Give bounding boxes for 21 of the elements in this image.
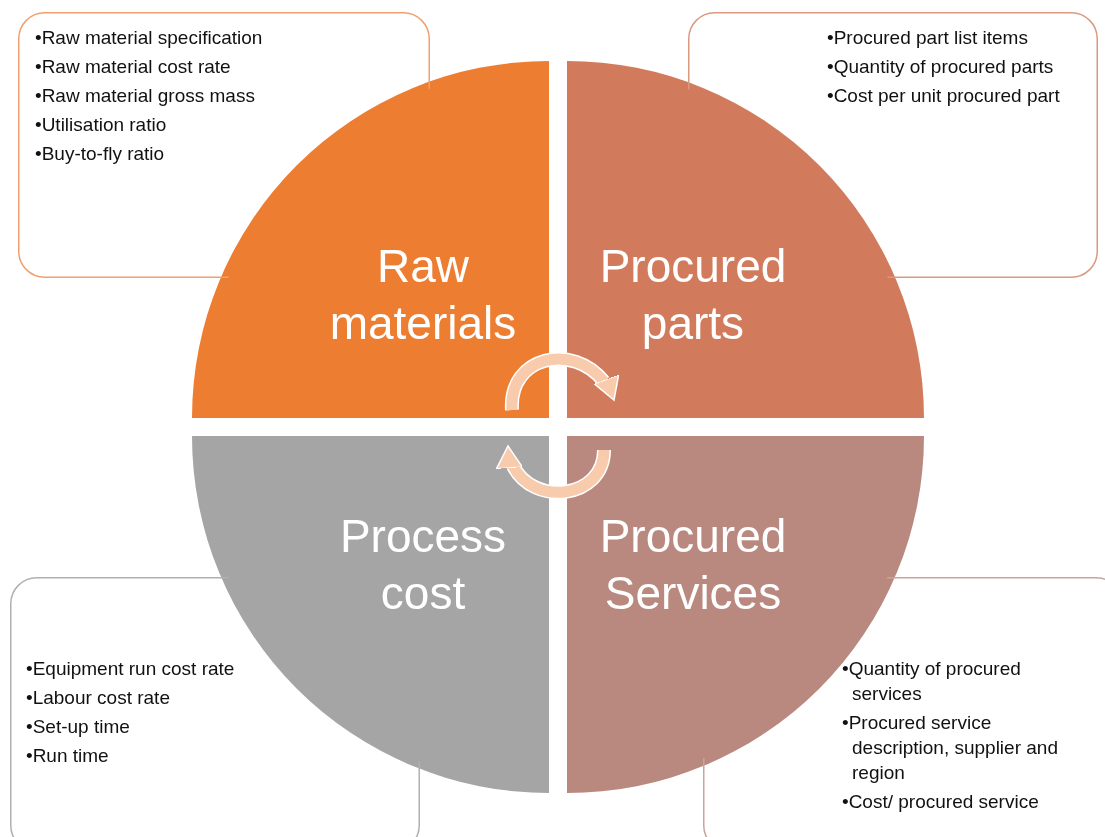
bullet-item: •Utilisation ratio <box>35 113 168 137</box>
bullet-item: •Set-up time <box>26 715 131 739</box>
bullet-item: •Run time <box>26 744 110 768</box>
bullet-item: •Raw material specification <box>35 26 264 50</box>
quadrant-title: Procured Services <box>598 509 788 621</box>
bullet-item: •Equipment run cost rate <box>26 657 236 681</box>
quadrant-title: Raw materials <box>328 239 518 351</box>
cycle-arrow <box>498 444 611 500</box>
bullet-item: •Cost per unit procured part <box>827 84 1061 108</box>
quadrant-title: Process cost <box>338 509 508 621</box>
bullet-item: •Procured service description, supplier and region <box>842 711 1059 785</box>
bullet-item: •Raw material gross mass <box>35 84 256 108</box>
cycle-arrow <box>505 352 621 411</box>
bullet-item: •Cost/ procured service <box>842 790 1040 814</box>
quadrant-title: Procured parts <box>598 239 788 351</box>
bullet-item: •Quantity of procured services <box>842 657 1022 706</box>
bullet-item: •Buy-to-fly ratio <box>35 142 166 166</box>
bullet-item: •Raw material cost rate <box>35 55 232 79</box>
bullet-item: •Procured part list items <box>827 26 1029 50</box>
bullet-item: •Labour cost rate <box>26 686 171 710</box>
bullet-item: •Quantity of procured parts <box>827 55 1055 79</box>
